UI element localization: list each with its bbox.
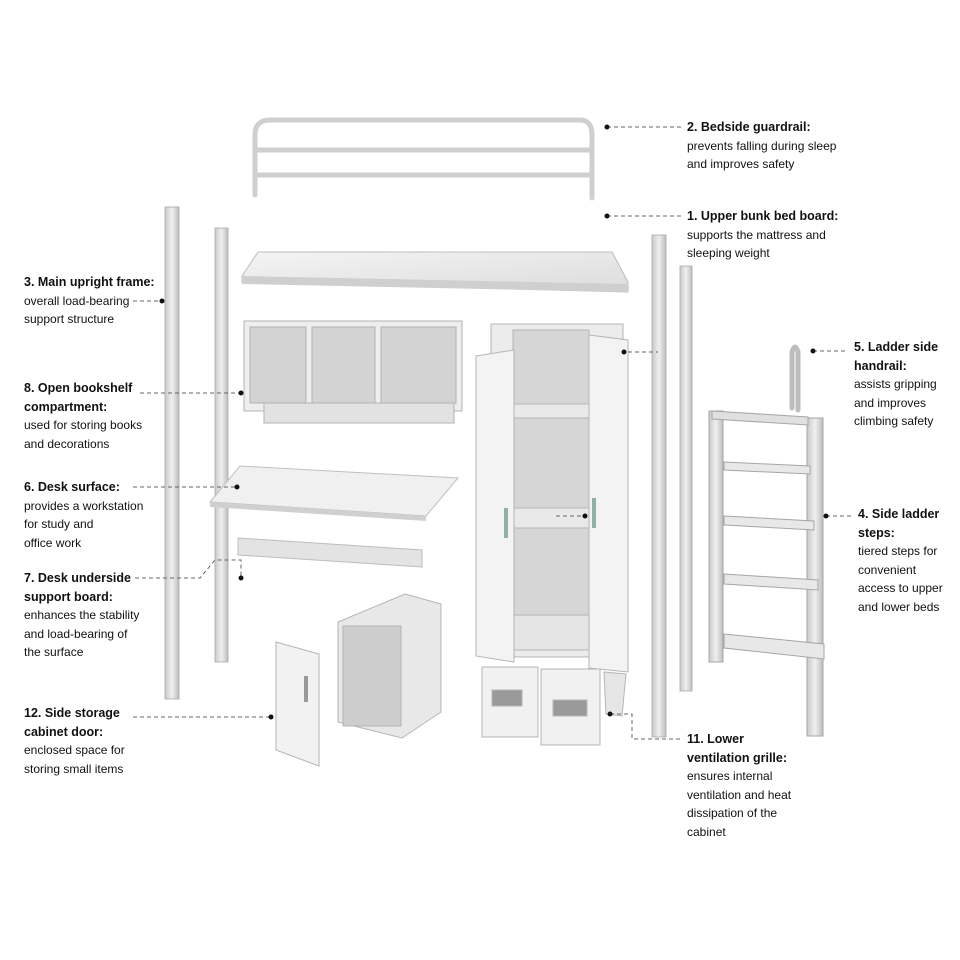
label-title: 3. Main upright frame:: [24, 275, 155, 289]
open-bookshelf-compartment: [243, 320, 463, 424]
label-title: 7. Desk underside support board:: [24, 571, 131, 604]
label-desk-underside-support-board: 7. Desk underside support board: enhance…: [24, 569, 139, 662]
label-title: 6. Desk surface:: [24, 480, 120, 494]
label-side-storage-cabinet-door: 12. Side storage cabinet door: enclosed …: [24, 704, 125, 778]
upper-bunk-bed-board: [241, 251, 629, 293]
bedside-guardrail: [252, 117, 595, 201]
label-lower-ventilation-grille: 11. Lower ventilation grille: ensures in…: [687, 730, 791, 842]
label-title: 2. Bedside guardrail:: [687, 120, 811, 134]
label-upper-bunk-bed-board: 1. Upper bunk bed board: supports the ma…: [687, 207, 838, 263]
label-title: 1. Upper bunk bed board:: [687, 209, 839, 223]
desk-surface: [208, 465, 460, 521]
desk-underside-support-board: [237, 537, 423, 568]
label-desk-surface: 6. Desk surface: provides a workstation …: [24, 478, 143, 552]
label-desc: enclosed space for storing small items: [24, 743, 125, 776]
side-ladder-steps: [708, 410, 825, 737]
lower-ventilation-grille-doors: [481, 666, 627, 746]
label-ladder-side-handrail: 5. Ladder side handrail: assists grippin…: [854, 338, 938, 431]
wardrobe-cabinet: [475, 323, 629, 673]
label-title: 5. Ladder side handrail:: [854, 340, 939, 373]
label-desc: prevents falling during sleep and improv…: [687, 138, 837, 172]
label-desc: overall load-bearing support structure: [24, 293, 130, 327]
label-desc: supports the mattress and sleeping weigh…: [687, 227, 826, 261]
leader-dots: [159, 124, 829, 720]
label-title: 8. Open bookshelf compartment:: [24, 381, 133, 414]
label-side-ladder-steps: 4. Side ladder steps: tiered steps for c…: [858, 505, 943, 617]
label-desc: ensures internal ventilation and heat di…: [687, 769, 792, 839]
label-title: 4. Side ladder steps:: [858, 507, 940, 540]
label-main-upright-frame: 3. Main upright frame: overall load-bear…: [24, 273, 155, 329]
label-bedside-guardrail: 2. Bedside guardrail: prevents falling d…: [687, 118, 836, 174]
label-open-bookshelf-compartment: 8. Open bookshelf compartment: used for …: [24, 379, 142, 453]
label-desc: assists gripping and improves climbing s…: [854, 377, 937, 429]
leader-lines: [133, 126, 852, 740]
ladder-side-handrail: [789, 344, 801, 413]
label-title: 12. Side storage cabinet door:: [24, 706, 120, 739]
label-title: 11. Lower ventilation grille:: [687, 732, 788, 765]
main-upright-frame: [164, 206, 693, 738]
label-desc: enhances the stability and load-bearing …: [24, 608, 140, 660]
label-desc: tiered steps for convenient access to up…: [858, 544, 943, 614]
label-desc: used for storing books and decorations: [24, 418, 143, 451]
label-desc: provides a workstation for study and off…: [24, 498, 144, 550]
side-storage-cabinet: [275, 593, 442, 767]
